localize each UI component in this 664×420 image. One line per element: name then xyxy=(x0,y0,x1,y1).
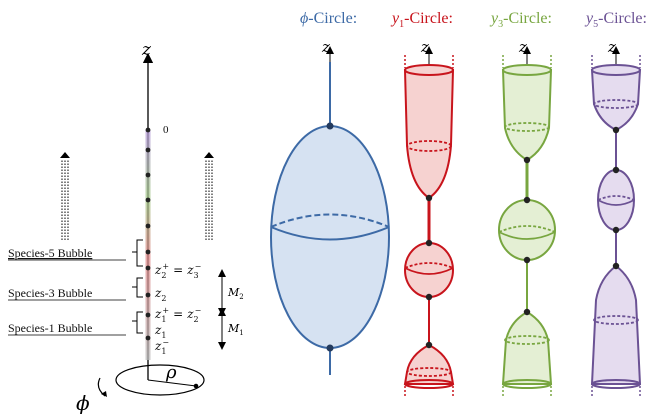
svg-text:z1: z1 xyxy=(154,323,166,340)
z-labels: z2+=z3− z2 z1+=z2− z1 z1− xyxy=(154,262,201,356)
phi-circle-header: ϕ-Circle: xyxy=(300,10,357,27)
svg-text:z: z xyxy=(518,38,527,56)
m1-label: M1 xyxy=(227,322,244,337)
dotted-arrowhead-right xyxy=(204,152,214,158)
dotted-arrows xyxy=(61,160,213,240)
phi-circle-figure: z xyxy=(270,38,390,375)
svg-text:z2: z2 xyxy=(154,286,166,303)
svg-text:z: z xyxy=(420,38,429,56)
z-axis-label: z xyxy=(141,40,152,60)
zero-label: 0 xyxy=(163,124,169,136)
rho-label: ρ xyxy=(165,362,177,383)
m2-label: M2 xyxy=(227,286,244,301)
y3-circle-figure: z xyxy=(498,38,556,398)
base-ellipse xyxy=(115,364,205,396)
circle-headers: ϕ-Circle: y1-Circle: y3-Circle: y5-Circl… xyxy=(300,10,647,30)
species-1-bubble-label: Species-1 Bubble xyxy=(8,321,92,335)
bubble-brackets xyxy=(132,239,143,334)
svg-text:z1−: z1− xyxy=(154,338,169,356)
svg-text:z1+=z2−: z1+=z2− xyxy=(154,306,201,324)
bubble-labels: Species-5 Bubble Species-3 Bubble Specie… xyxy=(8,246,126,336)
y1-circle-header: y1-Circle: xyxy=(390,10,453,30)
svg-text:z2+=z3−: z2+=z3− xyxy=(154,262,201,280)
dotted-arrowhead-left xyxy=(60,152,70,158)
y5-circle-figure: z xyxy=(590,38,642,398)
svg-text:z: z xyxy=(321,38,330,56)
y5-circle-header: y5-Circle: xyxy=(584,10,647,30)
rho-line xyxy=(147,379,197,387)
svg-text:z: z xyxy=(607,38,616,56)
species-3-bubble-label: Species-3 Bubble xyxy=(8,286,92,300)
spine-glow xyxy=(145,130,151,360)
species-5-bubble-label: Species-5 Bubble xyxy=(8,246,92,260)
y3-circle-header: y3-Circle: xyxy=(489,10,552,30)
y1-circle-figure: z xyxy=(403,38,455,398)
spine-points xyxy=(145,127,151,341)
phi-label: ϕ xyxy=(76,391,90,415)
base-diagram: z 0 Species-5 Bubble Species-3 Bubb xyxy=(8,40,244,415)
